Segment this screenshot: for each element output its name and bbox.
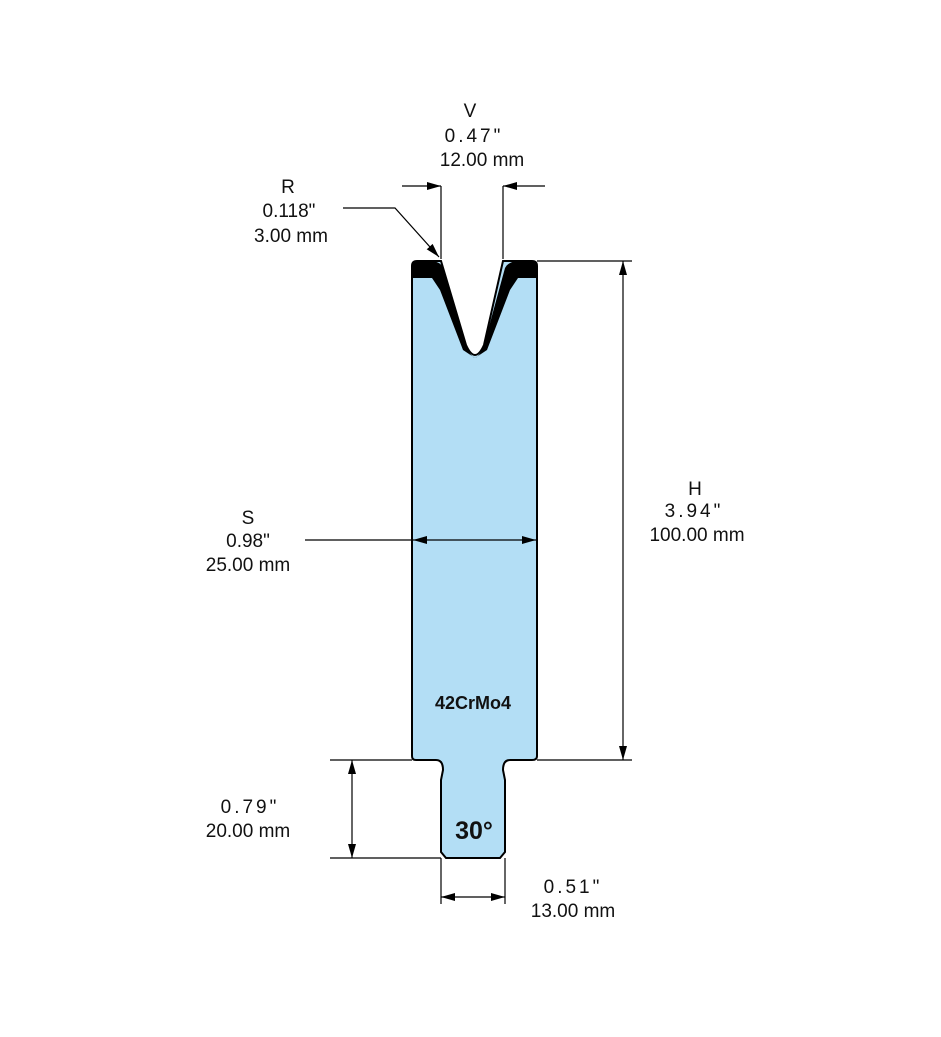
s-mm: 25.00 mm xyxy=(206,555,290,576)
material-label: 42CrMo4 xyxy=(435,693,511,713)
h-label: H xyxy=(688,479,702,500)
r-leader xyxy=(343,207,440,258)
hardened-layer-left xyxy=(412,261,475,358)
r-inch: 0.118" xyxy=(263,201,316,222)
r-label: R xyxy=(281,177,295,198)
v-dimension xyxy=(402,182,545,259)
hardened-layer-right xyxy=(475,261,537,358)
tang-height-mm: 20.00 mm xyxy=(206,821,290,842)
s-inch: 0.98" xyxy=(226,531,270,552)
v-inch: 0.47" xyxy=(445,126,504,147)
tang-height-dimension xyxy=(330,759,441,859)
v-label: V xyxy=(464,101,477,122)
tang-height-inch: 0.79" xyxy=(221,797,280,818)
angle-label: 30° xyxy=(455,817,493,845)
h-mm: 100.00 mm xyxy=(649,525,744,546)
h-dimension xyxy=(537,260,632,761)
tang-width-inch: 0.51" xyxy=(544,877,603,898)
s-label: S xyxy=(242,508,255,529)
tang-width-mm: 13.00 mm xyxy=(531,901,615,922)
v-mm: 12.00 mm xyxy=(440,150,524,171)
r-mm: 3.00 mm xyxy=(254,226,328,247)
tang-width-dimension xyxy=(440,858,506,904)
die-body xyxy=(411,260,538,859)
h-inch: 3.94" xyxy=(665,501,724,522)
